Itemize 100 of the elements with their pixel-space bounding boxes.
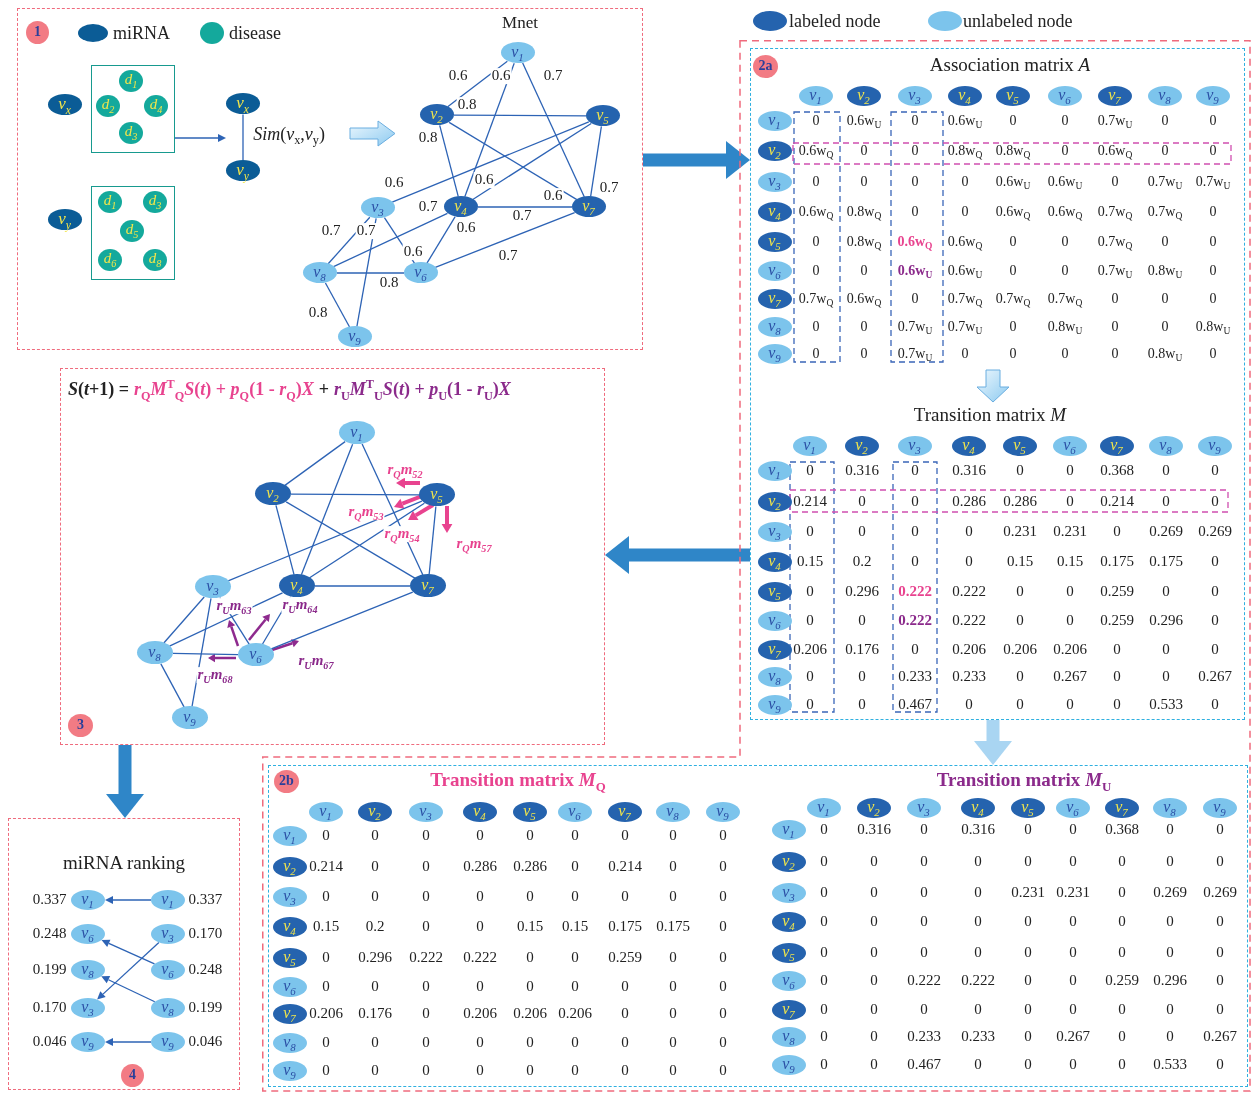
- matrix-value: 0: [1009, 263, 1017, 279]
- matrix-value: 0: [1216, 854, 1224, 870]
- mirna-ellipse: [225, 160, 260, 181]
- edge-line: [300, 443, 354, 576]
- edge-line: [448, 121, 578, 201]
- matrix-value: 0.7w$_{Q}$: [798, 291, 834, 307]
- matrix-value: 0: [371, 889, 379, 905]
- edge-line: [439, 124, 459, 198]
- matrix-value: 0.214: [793, 494, 827, 510]
- node-label: v$_{8}$: [768, 317, 781, 335]
- edge-line: [477, 206, 573, 208]
- matrix-title: Transition matrix M: [913, 405, 1067, 425]
- node-label: v$_{9}$: [183, 708, 196, 726]
- matrix-value: 0: [1024, 1002, 1032, 1018]
- node-label: v$_{3}$: [768, 172, 781, 190]
- matrix-value: 0: [961, 174, 969, 190]
- matrix-value: 0: [1009, 113, 1017, 129]
- matrix-value: 0: [920, 945, 928, 961]
- matrix-value: 0: [719, 889, 727, 905]
- unlabeled-node-ellipse: [757, 610, 792, 631]
- node-label: d$_{4}$: [149, 97, 163, 114]
- matrix-value: 0: [1111, 319, 1119, 335]
- matrix-value: 0: [1211, 554, 1219, 570]
- matrix-value: 0.222: [952, 584, 986, 600]
- disease-circle: [120, 220, 144, 242]
- edge-line: [383, 217, 416, 264]
- matrix-value: 0: [911, 642, 919, 658]
- unlabeled-node-ellipse: [771, 819, 806, 840]
- matrix-value: 0.222: [463, 950, 497, 966]
- matrix-value: 0: [422, 1063, 430, 1079]
- matrix-value: 0: [621, 828, 629, 844]
- node-label: v$_{7}$: [618, 802, 631, 820]
- formula: r$_{Q}$M$^{T}$$_{Q}$S(t) + p$_{Q}$(1 - r$_{Q}$)X: [134, 379, 314, 400]
- matrix-value: 0: [1061, 143, 1069, 159]
- node-label: v$_{2}$: [368, 802, 381, 820]
- arrow: [101, 939, 156, 965]
- matrix-value: 0: [1024, 914, 1032, 930]
- edge-line: [361, 443, 424, 576]
- unlabeled-node-ellipse: [1148, 435, 1183, 456]
- step-number: 2a: [758, 58, 773, 74]
- node-label: v$_{5}$: [430, 485, 443, 503]
- mirna-ellipse: [47, 209, 82, 230]
- node-label: v$_{4}$: [454, 197, 467, 215]
- labeled-node-ellipse: [278, 574, 315, 597]
- matrix-value: 0: [1216, 945, 1224, 961]
- edge-line: [332, 212, 449, 268]
- matrix-value: 0.175: [1149, 554, 1183, 570]
- node-label: v$_{4}$: [971, 798, 984, 816]
- matrix-value: 0: [1024, 822, 1032, 838]
- matrix-value: 0.259: [1100, 584, 1134, 600]
- node-label: v$_{7}$: [768, 289, 781, 307]
- matrix-value: 0: [1069, 854, 1077, 870]
- node-label: v$_{5}$: [782, 943, 795, 961]
- matrix-value: 0: [974, 1002, 982, 1018]
- legend-label: disease: [229, 23, 281, 43]
- matrix-value: 0.206: [463, 1006, 497, 1022]
- node-label: v$_{1}$: [511, 43, 524, 61]
- matrix-value: 0: [669, 1006, 677, 1022]
- matrix-value: 0: [1061, 234, 1069, 250]
- node-label: v$_{3}$: [908, 86, 921, 104]
- node-label: v$_{3}$: [782, 883, 795, 901]
- matrix-value: 0: [806, 463, 814, 479]
- matrix-value: 0: [422, 979, 430, 995]
- labeled-node-ellipse: [757, 491, 792, 512]
- matrix-value: 0.8w$_{U}$: [1047, 319, 1083, 335]
- matrix-value: 0.176: [845, 642, 879, 658]
- matrix-value: 0: [1066, 697, 1074, 713]
- labeled-node-ellipse: [757, 551, 792, 572]
- matrix-value: 0.6w$_{Q}$: [1097, 143, 1133, 159]
- node-label: v$_{6}$: [1066, 798, 1079, 816]
- matrix-value: 0.296: [1153, 973, 1187, 989]
- matrix-value: 0: [669, 889, 677, 905]
- matrix-value: 0: [911, 143, 919, 159]
- matrix-value: 0: [719, 1035, 727, 1051]
- matrix-value: 0: [920, 854, 928, 870]
- matrix-value: 0: [1118, 945, 1126, 961]
- matrix-value: 0: [965, 697, 973, 713]
- matrix-value: 0: [965, 524, 973, 540]
- matrix-value: 0: [621, 1006, 629, 1022]
- matrix-value: 0: [858, 613, 866, 629]
- matrix-value: 0.8w$_{Q}$: [947, 143, 983, 159]
- matrix-value: 0.296: [845, 584, 879, 600]
- matrix-value: 0.15: [312, 919, 340, 935]
- matrix-value: 0.233: [961, 1029, 995, 1045]
- matrix-value: 0: [1118, 914, 1126, 930]
- unlabeled-node-ellipse: [771, 882, 806, 903]
- matrix-value: 0: [621, 1063, 629, 1079]
- matrix-value: 0: [1162, 584, 1170, 600]
- matrix-value: 0: [812, 319, 820, 335]
- labeled-node-ellipse: [757, 639, 792, 660]
- ranking-score: 0.046: [32, 1033, 67, 1050]
- edge-line: [290, 493, 420, 496]
- matrix-value: 0.269: [1198, 524, 1232, 540]
- matrix-value: 0: [669, 859, 677, 875]
- unlabeled-node-ellipse: [308, 801, 343, 822]
- legend-label: unlabeled node: [963, 11, 1073, 31]
- unlabeled-node-ellipse: [272, 1032, 307, 1053]
- labeled-node-ellipse: [771, 999, 806, 1020]
- matrix-value: 0: [1113, 669, 1121, 685]
- matrix-value: 0: [974, 854, 982, 870]
